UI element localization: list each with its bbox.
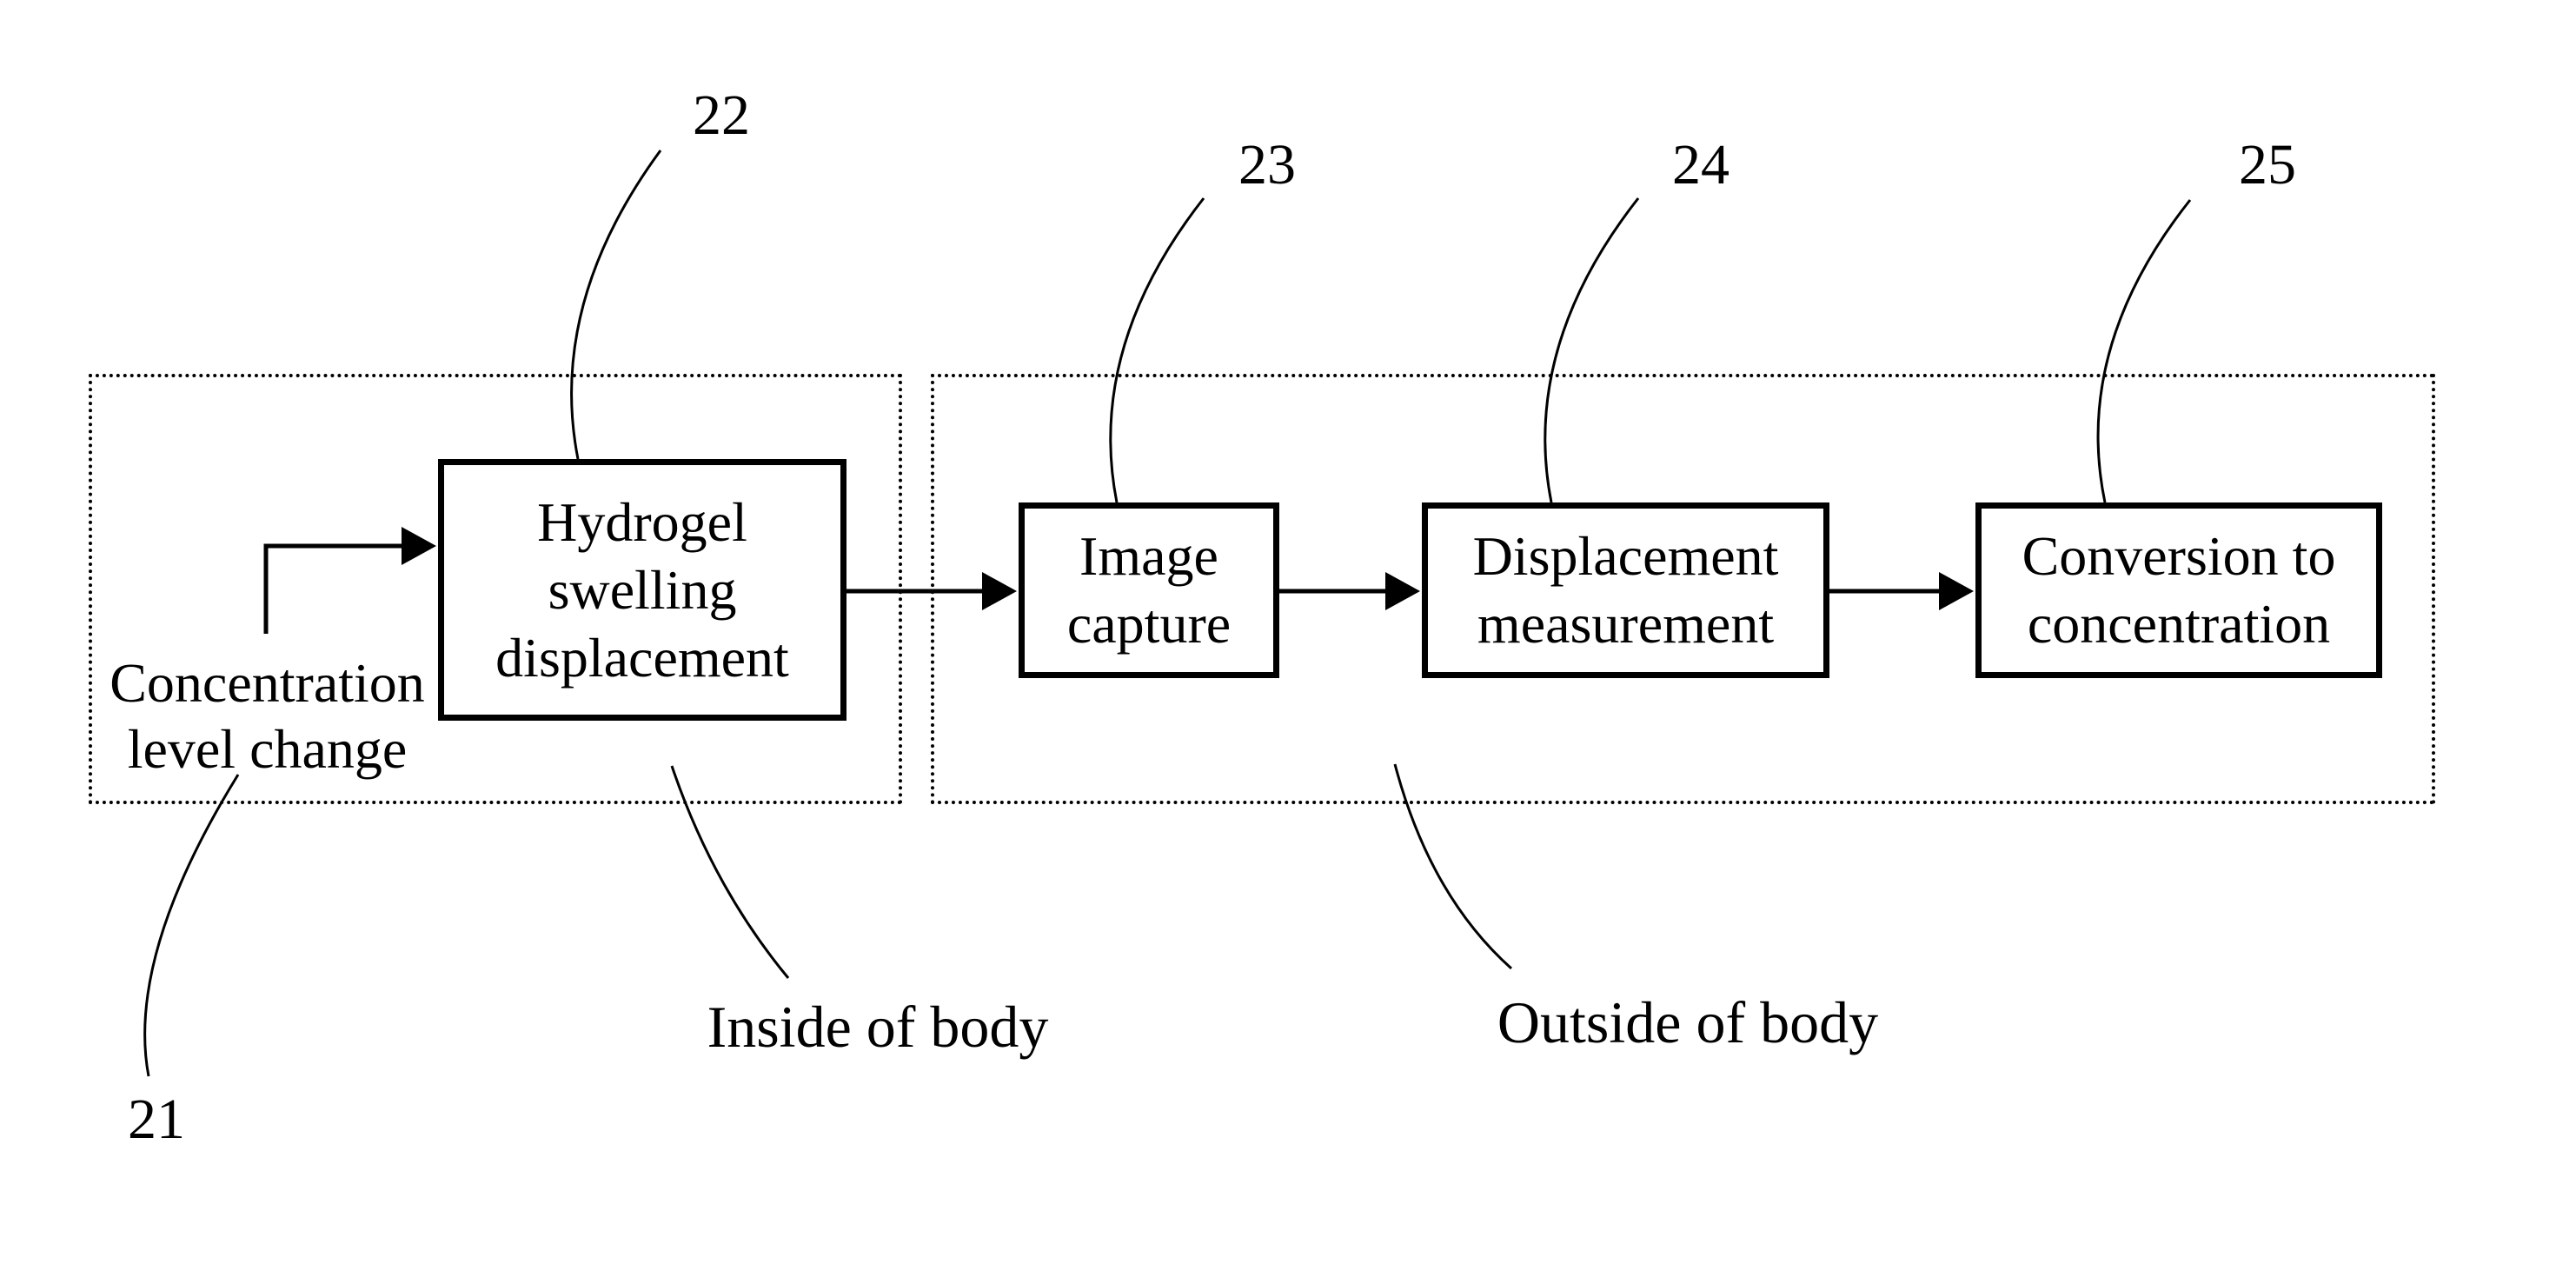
- conversion-to-concentration-box: Conversion to concentration: [1975, 502, 2382, 678]
- concentration-input-arrow-line: [263, 543, 403, 634]
- displacement-box-line: Displacement: [1472, 525, 1779, 587]
- image-capture-box-line: Image: [1079, 525, 1218, 587]
- ref-numeral-conversion: 25: [2239, 133, 2296, 196]
- hydrogel-box-line: displacement: [495, 626, 789, 689]
- outside-caption-leader-line: [1393, 763, 1512, 970]
- image-capture-box: Image capture: [1019, 502, 1279, 678]
- conversion-box-line: Conversion to: [2022, 525, 2336, 587]
- ref-numeral-hydrogel: 22: [693, 83, 750, 147]
- concentration-level-change-label: Concentration level change: [83, 650, 452, 782]
- hydrogel-box-line: swelling: [548, 558, 737, 621]
- hydrogel-box-line: Hydrogel: [537, 490, 747, 553]
- hydrogel-to-image-arrowhead-icon: [982, 572, 1017, 610]
- displacement-to-conversion-arrowhead-icon: [1939, 572, 1974, 610]
- concentration-label-line: level change: [127, 718, 408, 780]
- ref-21-leader-line: [143, 774, 240, 1077]
- displacement-measurement-box: Displacement measurement: [1422, 502, 1829, 678]
- concentration-label-line: Concentration: [110, 652, 425, 714]
- ref-numeral-image-capture: 23: [1238, 133, 1296, 196]
- image-to-displacement-arrowhead-icon: [1385, 572, 1420, 610]
- hydrogel-swelling-displacement-box: Hydrogel swelling displacement: [438, 459, 846, 721]
- inside-of-body-label: Inside of body: [707, 994, 1049, 1060]
- image-capture-box-line: capture: [1066, 593, 1232, 655]
- ref-numeral-displacement: 24: [1672, 133, 1730, 196]
- ref-numeral-concentration: 21: [128, 1088, 185, 1151]
- ref-23-leader-line: [1109, 197, 1205, 503]
- conversion-box-line: concentration: [2027, 593, 2331, 655]
- outside-of-body-label: Outside of body: [1497, 989, 1879, 1055]
- ref-25-leader-line: [2096, 199, 2192, 503]
- displacement-box-line: measurement: [1477, 593, 1775, 655]
- inside-caption-leader-line: [670, 765, 790, 979]
- ref-24-leader-line: [1544, 197, 1640, 503]
- ref-22-leader-line: [570, 150, 662, 460]
- concentration-input-arrowhead-icon: [402, 527, 436, 565]
